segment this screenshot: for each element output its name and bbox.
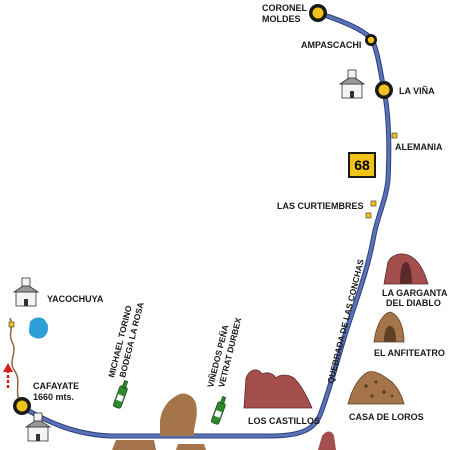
alemania-marker xyxy=(391,132,398,139)
route-number: 68 xyxy=(354,157,370,173)
label-las-curtiembres: LAS CURTIEMBRES xyxy=(277,201,364,211)
rock-formation-icon xyxy=(347,371,405,405)
route-shield-icon: 68 xyxy=(348,152,376,178)
curtiembres-marker-b xyxy=(365,212,372,219)
label-cafayate: CAFAYATE xyxy=(33,381,79,391)
label-anfiteatro: EL ANFITEATRO xyxy=(374,348,445,358)
chapel-icon xyxy=(12,277,40,307)
route-68-fill xyxy=(18,11,391,438)
label-cafayate-alt: 1660 mts. xyxy=(33,392,74,402)
yacochuya-marker xyxy=(8,321,15,328)
rock-formation-icon xyxy=(318,431,336,450)
label-garganta-1: LA GARGANTA xyxy=(382,288,448,298)
label-coronel: CORONEL xyxy=(262,3,308,13)
loros-holes xyxy=(364,380,394,398)
direction-arrow-icon xyxy=(3,363,13,388)
label-la-vina: LA VIÑA xyxy=(399,86,435,96)
rock-formation-icon xyxy=(243,369,313,409)
label-yacochuya: YACOCHUYA xyxy=(47,294,104,304)
anfiteatro-opening xyxy=(384,326,396,342)
rock-formation-icon xyxy=(160,393,197,436)
rock-formation-icon xyxy=(112,440,156,450)
town-marker-icon xyxy=(309,4,327,22)
label-los-castillos: LOS CASTILLOS xyxy=(248,416,320,426)
lake-icon xyxy=(28,317,49,339)
chapel-icon xyxy=(24,412,52,442)
label-alemania: ALEMANIA xyxy=(395,142,443,152)
curtiembres-marker-a xyxy=(370,200,377,207)
rock-formation-icon xyxy=(176,444,206,450)
wine-bottle-icon xyxy=(210,396,227,425)
label-quebrada: QUEBRADA DE LAS CONCHAS xyxy=(325,258,366,385)
chapel-icon xyxy=(338,69,366,99)
wine-bottle-icon xyxy=(112,380,129,409)
label-casa-de-loros: CASA DE LOROS xyxy=(349,412,424,422)
town-marker-icon xyxy=(365,34,377,46)
label-ampascachi: AMPASCACHI xyxy=(301,40,361,50)
town-marker-icon xyxy=(13,397,31,415)
yacochuya-trail xyxy=(9,317,21,405)
town-marker-icon xyxy=(375,81,393,99)
garganta-opening xyxy=(400,262,412,284)
label-garganta-2: DEL DIABLO xyxy=(386,298,441,308)
label-moldes: MOLDES xyxy=(262,14,301,24)
